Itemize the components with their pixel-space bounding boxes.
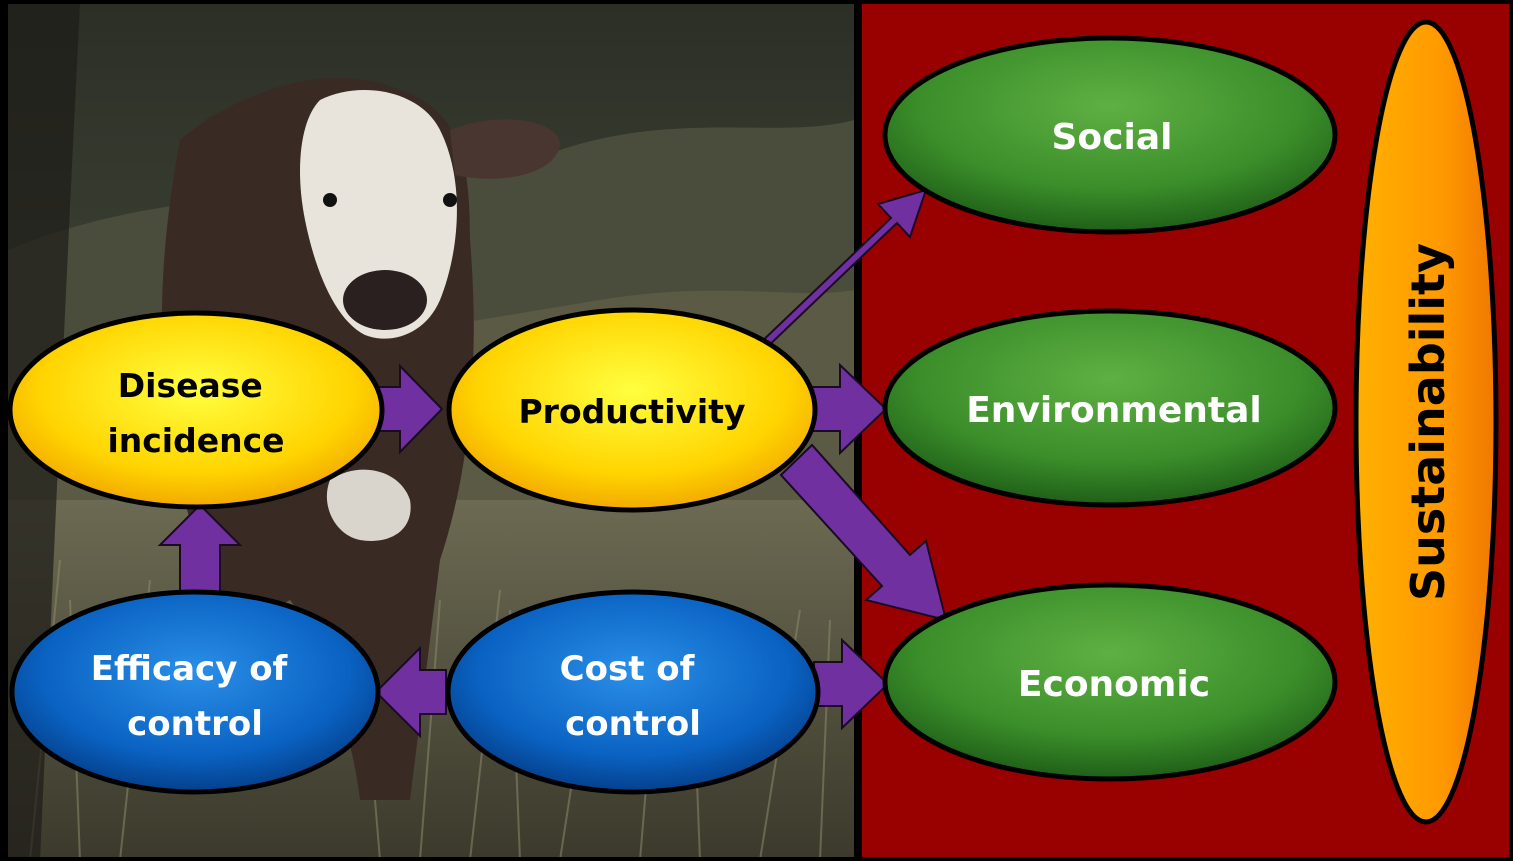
disease-incidence-line2: incidence bbox=[107, 421, 284, 460]
environmental-label: Environmental bbox=[966, 390, 1262, 431]
arrow-productivity-to-environmental bbox=[811, 362, 888, 456]
efficacy-of-control-line1: Efficacy of bbox=[91, 649, 289, 689]
svg-text:Cost of control: Cost of control bbox=[560, 649, 707, 744]
efficacy-of-control-line2: control bbox=[127, 704, 263, 744]
disease-incidence-line1: Disease bbox=[118, 366, 263, 405]
node-sustainability: Sustainability bbox=[1353, 19, 1499, 825]
svg-text:Efficacy of control: Efficacy of control bbox=[91, 649, 299, 744]
arrow-productivity-to-economic bbox=[779, 443, 948, 622]
node-productivity: Productivity bbox=[446, 307, 818, 513]
node-cost-of-control: Cost of control bbox=[445, 589, 821, 795]
arrow-disease-to-productivity bbox=[377, 363, 444, 455]
arrow-productivity-to-social bbox=[755, 188, 928, 353]
node-social: Social bbox=[882, 35, 1338, 235]
arrow-cost-to-efficacy bbox=[374, 645, 447, 739]
social-label: Social bbox=[1052, 117, 1173, 158]
node-disease-incidence: Disease incidence bbox=[7, 310, 385, 510]
node-efficacy-of-control: Efficacy of control bbox=[9, 589, 381, 795]
svg-text:Disease incidence: Disease incidence bbox=[107, 366, 284, 460]
sustainability-label: Sustainability bbox=[1401, 243, 1455, 601]
cost-of-control-line2: control bbox=[565, 704, 701, 744]
arrow-efficacy-to-disease bbox=[157, 503, 243, 596]
economic-label: Economic bbox=[1018, 664, 1210, 705]
node-economic: Economic bbox=[882, 582, 1338, 782]
arrows bbox=[157, 188, 948, 739]
node-environmental: Environmental bbox=[882, 308, 1338, 508]
cost-of-control-line1: Cost of bbox=[560, 649, 696, 689]
productivity-label: Productivity bbox=[518, 392, 745, 431]
